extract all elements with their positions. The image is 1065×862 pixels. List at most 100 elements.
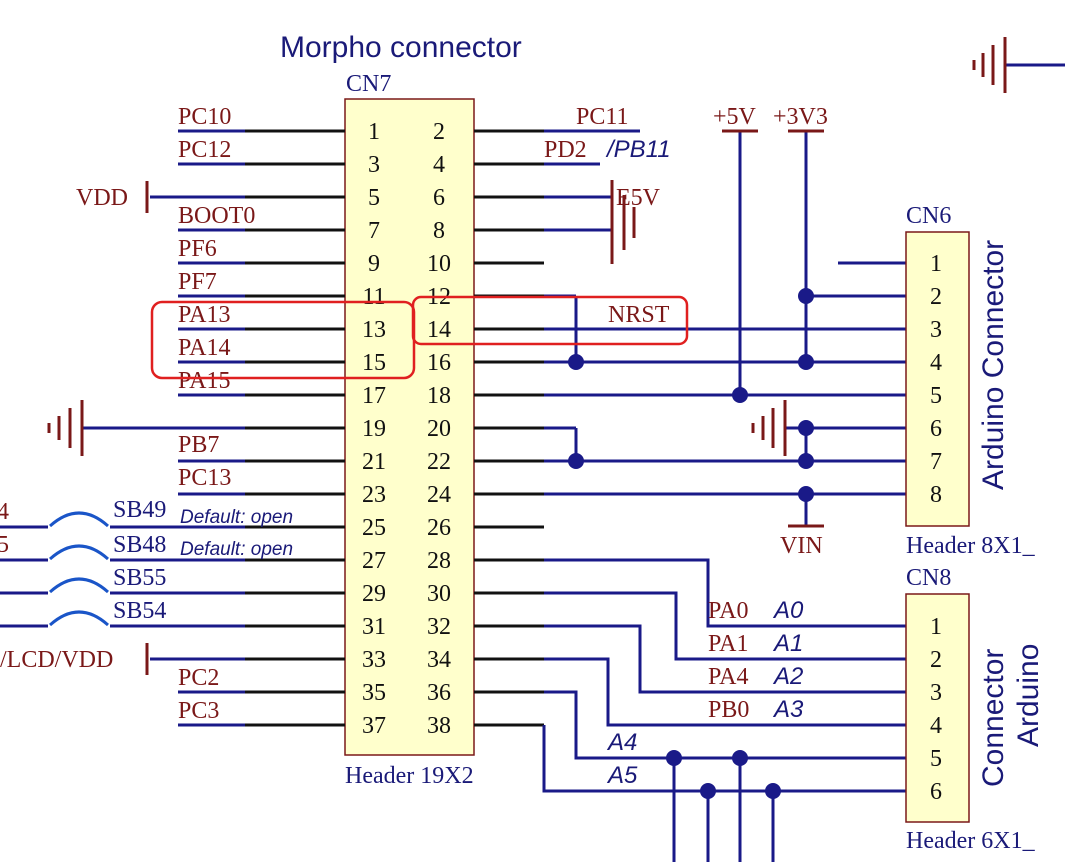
- cn7-left-pin-stubs: [245, 129, 345, 727]
- label-vdd: VDD: [76, 185, 128, 211]
- cn7-pin-label: 2: [433, 119, 445, 145]
- label-pc3: PC3: [178, 698, 219, 724]
- cn7-pin-label: 28: [427, 548, 451, 574]
- label-pb7: PB7: [178, 432, 219, 458]
- label-vin: VIN: [780, 533, 823, 559]
- cn8-title-line1: Connector: [977, 649, 1010, 787]
- cn7-pin-label: 3: [368, 152, 380, 178]
- left-net-wires: [0, 129, 245, 727]
- cn7-pin-label: 35: [362, 680, 386, 706]
- e5v-symbol: [610, 180, 636, 264]
- cn7-pin-label: 32: [427, 614, 451, 640]
- cn7-pin-label: 33: [362, 647, 386, 673]
- label-pd2: PD2: [544, 137, 587, 163]
- cn6-ref: CN6: [906, 203, 951, 229]
- cn7-pin-label: 17: [362, 383, 386, 409]
- label-sb49: SB49: [113, 497, 166, 523]
- cn7-pin-label: 6: [433, 185, 445, 211]
- cn8-pin-label: 5: [930, 746, 942, 772]
- right-net-wires: [542, 63, 1065, 862]
- label-pa15: PA15: [178, 368, 230, 394]
- label-boot0: BOOT0: [178, 203, 255, 229]
- cn7-pin-label: 16: [427, 350, 451, 376]
- label-a1: A1: [772, 630, 803, 657]
- cn7-pin-label: 24: [427, 482, 451, 508]
- label-a5: A5: [606, 762, 638, 789]
- label-pc10: PC10: [178, 104, 231, 130]
- cn6-pin-label: 2: [930, 284, 942, 310]
- cn7-pin-label: 14: [427, 317, 451, 343]
- solder-bridge-arcs: [48, 511, 110, 627]
- cn6-pin-label: 7: [930, 449, 942, 475]
- cn7-pin-numbers: 1357911131517192123252729313335372468101…: [362, 119, 451, 739]
- cn7-pin-label: 18: [427, 383, 451, 409]
- label-pa14: PA14: [178, 335, 230, 361]
- label-a0: A0: [772, 597, 804, 624]
- cn7-pin-label: 15: [362, 350, 386, 376]
- cn6-pin-label: 8: [930, 482, 942, 508]
- label-e5v: E5V: [616, 185, 661, 211]
- label-pa4: PA4: [708, 664, 748, 690]
- cn7-pin-label: 25: [362, 515, 386, 541]
- cn8-pin-label: 3: [930, 680, 942, 706]
- label-a4: A4: [606, 729, 637, 756]
- cn7-pin-label: 29: [362, 581, 386, 607]
- label-a2: A2: [772, 663, 803, 690]
- label-sb48-default: Default: open: [180, 539, 293, 560]
- label-nrst: NRST: [608, 302, 670, 328]
- cn7-pin-label: 21: [362, 449, 386, 475]
- cn7-pin-label: 38: [427, 713, 451, 739]
- cn8-footer: Header 6X1_: [906, 828, 1036, 854]
- cn7-pin-label: 26: [427, 515, 451, 541]
- label-sb49-default: Default: open: [180, 507, 293, 528]
- cn7-pin-label: 4: [433, 152, 445, 178]
- junction-dots: [568, 288, 814, 799]
- cn7-pin-label: 34: [427, 647, 451, 673]
- cn7-pin-label: 27: [362, 548, 386, 574]
- cn7-pin-label: 11: [362, 284, 385, 310]
- label-sb55: SB55: [113, 565, 166, 591]
- cn8-body: [905, 593, 970, 823]
- label-pf7: PF7: [178, 269, 217, 295]
- cn7-pin-label: 8: [433, 218, 445, 244]
- label-pa1: PA1: [708, 631, 748, 657]
- cn7-right-pin-stubs: [474, 129, 544, 727]
- cn6-title: Arduino Connector: [977, 240, 1010, 490]
- label-lcd-vdd: /LCD/VDD: [0, 647, 113, 673]
- cn6-body: [905, 231, 970, 527]
- cn7-pin-label: 31: [362, 614, 386, 640]
- cn6-pin-label: 4: [930, 350, 942, 376]
- cn7-pin-label: 20: [427, 416, 451, 442]
- cn7-ref: CN7: [346, 71, 391, 97]
- label-a3: A3: [772, 696, 804, 723]
- cn6-pin-label: 3: [930, 317, 942, 343]
- cn6-footer: Header 8X1_: [906, 533, 1036, 559]
- cn7-pin-label: 13: [362, 317, 386, 343]
- cn8-pin-label: 4: [930, 713, 942, 739]
- cn7-pin-label: 37: [362, 713, 386, 739]
- cn7-pin-label: 36: [427, 680, 451, 706]
- cn8-ref: CN8: [906, 565, 951, 591]
- label-sb54: SB54: [113, 598, 166, 624]
- cn7-pin-label: 19: [362, 416, 386, 442]
- cn8-title-line2: Arduino: [1012, 644, 1045, 747]
- cn7-footer: Header 19X2: [345, 763, 474, 789]
- cn7-body: [344, 98, 475, 756]
- cn6-pin-label: 6: [930, 416, 942, 442]
- cn6-pin-label: 5: [930, 383, 942, 409]
- label-pc11: PC11: [576, 104, 628, 130]
- cn6-pin-numbers: 1 2 3 4 5 6 7 8: [930, 251, 942, 508]
- label-pa0: PA0: [708, 598, 748, 624]
- ground-symbol-pin19: [47, 400, 84, 456]
- cn7-pin-label: 1: [368, 119, 380, 145]
- ground-symbol-top-right: [972, 37, 1007, 93]
- label-pc12: PC12: [178, 137, 231, 163]
- cn7-pin-label: 9: [368, 251, 380, 277]
- cn7-pin-label: 30: [427, 581, 451, 607]
- power-rail-bars: [722, 129, 824, 528]
- label-pc2: PC2: [178, 665, 219, 691]
- cn8-pin-label: 1: [930, 614, 942, 640]
- cn6-pin-label: 1: [930, 251, 942, 277]
